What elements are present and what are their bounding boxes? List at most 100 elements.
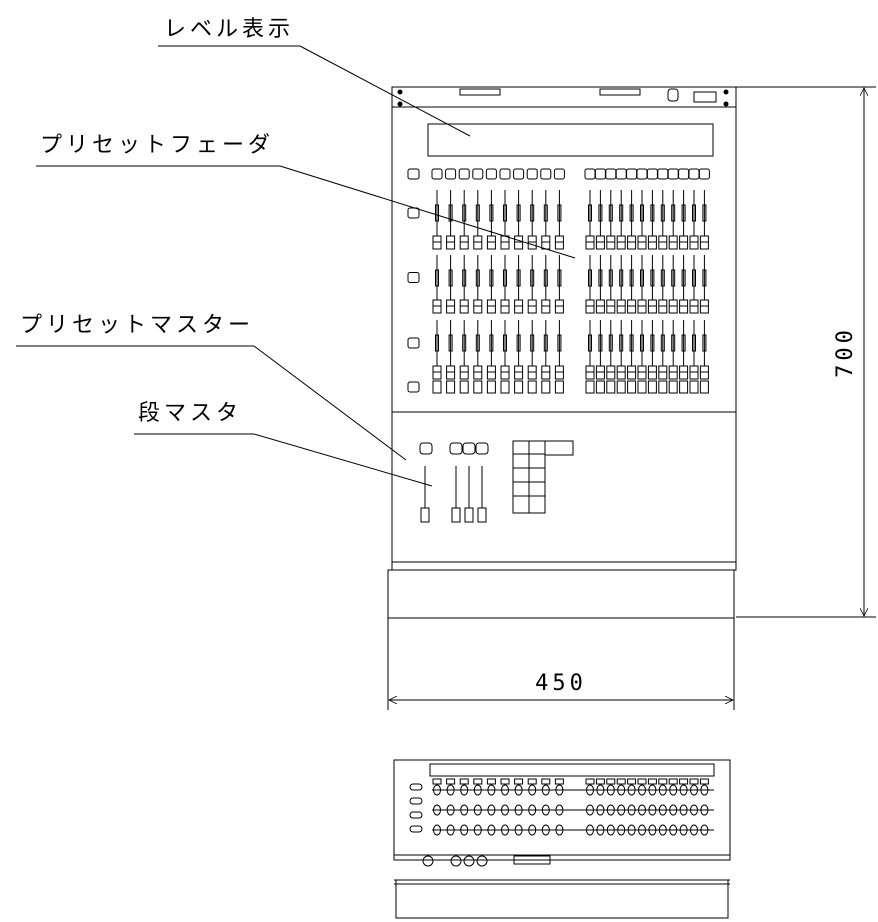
fader-knob: [619, 204, 624, 222]
callout-stage-master-text: 段マスタ: [138, 401, 242, 426]
fader-knob: [530, 204, 535, 222]
fader-knob: [588, 204, 592, 222]
bank-button: [407, 337, 420, 349]
side-key: [647, 778, 657, 785]
bottom-key: [514, 380, 524, 394]
fader-knob: [530, 269, 535, 287]
channel-button: [626, 168, 638, 180]
channel-button: [678, 168, 690, 180]
side-key: [668, 778, 678, 785]
dimension-width: 450: [387, 618, 735, 710]
fader-knob: [660, 334, 665, 352]
side-key: [541, 778, 551, 785]
fader-knob: [475, 269, 480, 287]
callout-preset-master-text: プリセットマスター: [20, 313, 254, 338]
side-key: [500, 778, 510, 785]
channel-button: [698, 168, 710, 180]
side-view: [393, 759, 731, 919]
fader-knob: [629, 269, 634, 287]
fader-knob: [503, 204, 507, 222]
channel-button: [615, 168, 627, 180]
channel-button: [657, 168, 669, 180]
side-button: [409, 783, 423, 791]
fader-knob: [543, 204, 548, 222]
callout-preset-fader-text: プリセットフェーダ: [40, 133, 274, 158]
callout-preset-master: プリセットマスター: [16, 313, 407, 461]
fader-knob: [681, 204, 686, 222]
channel-button: [553, 168, 565, 180]
callout-stage-master: 段マスタ: [134, 401, 433, 487]
master-button: [475, 442, 489, 455]
bottom-key: [432, 380, 442, 394]
bottom-key: [699, 380, 709, 394]
fader-knob: [619, 269, 624, 287]
side-key: [514, 778, 524, 785]
channel-button: [594, 168, 606, 180]
fader-knob: [435, 334, 439, 352]
fader-knob: [671, 334, 676, 352]
fader-knob: [543, 334, 548, 352]
bottom-key: [541, 380, 551, 394]
fader-knob: [629, 204, 634, 222]
fader-knob: [557, 204, 562, 222]
side-master-knob: [463, 855, 475, 867]
fader-knob: [692, 334, 696, 352]
bottom-key: [585, 380, 595, 394]
master-fader-cap: [477, 507, 487, 523]
side-key: [689, 778, 699, 785]
fader-knob: [650, 334, 655, 352]
callout-preset-fader: プリセットフェーダ: [36, 133, 576, 259]
fader-knob: [692, 204, 696, 222]
side-key: [486, 778, 496, 785]
fader-knob: [619, 334, 624, 352]
fader-knob: [462, 334, 467, 352]
fader-knob: [489, 334, 494, 352]
fader-knob: [598, 334, 603, 352]
side-view-controls: [409, 778, 714, 867]
bottom-key: [459, 380, 469, 394]
channel-button: [688, 168, 700, 180]
channel-button: [540, 168, 552, 180]
fader-knob: [660, 204, 665, 222]
fader-knob: [681, 334, 686, 352]
fader-knob: [543, 269, 548, 287]
fader-knob: [681, 269, 686, 287]
bottom-key: [689, 380, 699, 394]
fader-knob: [435, 269, 439, 287]
fader-knob: [640, 269, 644, 287]
fader-banks: [407, 168, 710, 394]
fader-knob: [503, 269, 507, 287]
bottom-key: [446, 380, 456, 394]
side-master-knob: [422, 855, 434, 867]
fader-knob: [516, 204, 521, 222]
fader-knob: [671, 269, 676, 287]
fader-knob: [489, 269, 494, 287]
side-master-knob: [476, 855, 488, 867]
row-button: [407, 168, 420, 180]
fader-knob: [660, 269, 665, 287]
bottom-key: [606, 380, 616, 394]
bottom-key: [486, 380, 496, 394]
side-key: [446, 778, 456, 785]
side-key: [658, 778, 668, 785]
callout-level-display: レベル表示: [158, 17, 471, 137]
bottom-key: [473, 380, 483, 394]
side-key: [616, 778, 626, 785]
fader-knob: [640, 334, 644, 352]
fader-knob: [702, 269, 707, 287]
fader-knob: [462, 204, 467, 222]
channel-button: [526, 168, 538, 180]
fader-knob: [608, 269, 613, 287]
fader-knob: [588, 334, 592, 352]
bottom-key: [637, 380, 647, 394]
side-master-knob: [450, 855, 462, 867]
side-key: [627, 778, 637, 785]
bottom-key: [500, 380, 510, 394]
master-section: [419, 440, 574, 523]
channel-button: [485, 168, 497, 180]
channel-button: [431, 168, 443, 180]
fader-knob: [557, 269, 562, 287]
bottom-key: [595, 380, 605, 394]
side-key: [554, 778, 564, 785]
side-key: [459, 778, 469, 785]
